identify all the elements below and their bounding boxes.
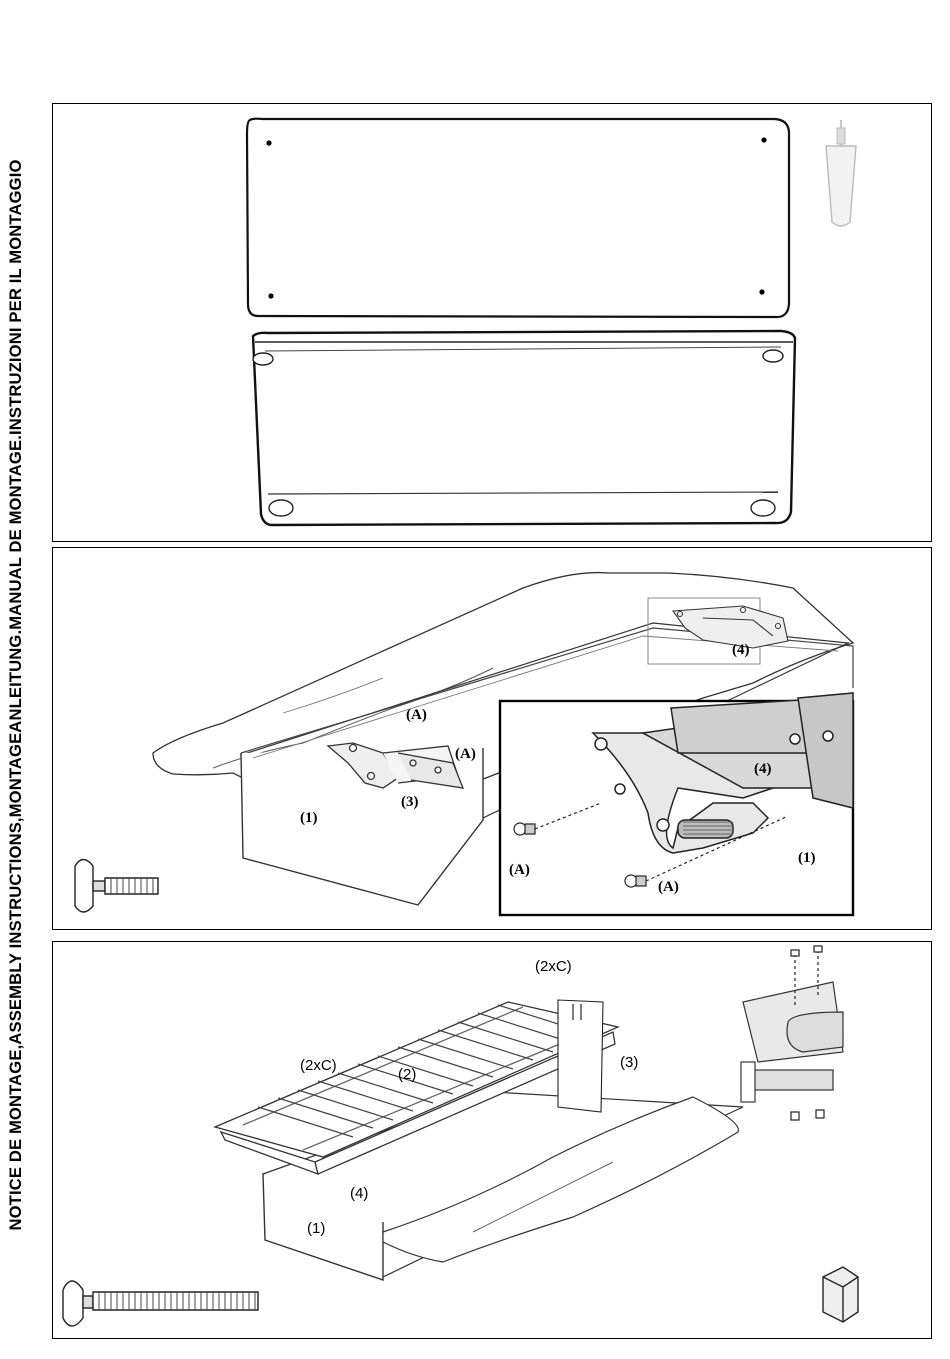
label-screws-top: (2xC) xyxy=(535,958,572,975)
step-2-illustration: (A) (A) (3) (1) (4) (4) (1) (A) (A) xyxy=(53,548,933,931)
side-title-text: NOTICE DE MONTAGE,ASSEMBLY INSTRUCTIONS,… xyxy=(6,159,26,1230)
bracket-detail xyxy=(741,982,843,1102)
label-bracket: (4) xyxy=(350,1185,368,1202)
detail-label-bracket: (4) xyxy=(754,761,772,777)
base-leg-3 xyxy=(269,500,293,516)
detail-label-a-left: (A) xyxy=(509,862,530,878)
label-hinge-3: (3) xyxy=(401,794,419,810)
detail-label-base: (1) xyxy=(798,850,816,866)
base-leg-2 xyxy=(763,350,783,362)
detail-label-a-bottom: (A) xyxy=(658,879,679,895)
headboard-hole-4 xyxy=(759,289,764,294)
leg-icon xyxy=(826,120,856,226)
label-slat-frame: (2) xyxy=(398,1066,416,1083)
label-screws-left: (2xC) xyxy=(300,1057,337,1074)
hex-nut-icon xyxy=(823,1267,858,1322)
step-1-illustration xyxy=(53,104,933,543)
step-1-panel xyxy=(52,103,932,542)
step-3-illustration: (2xC) (2xC) (2) (3) (4) (1) xyxy=(53,942,933,1340)
headboard-hole-1 xyxy=(266,140,271,145)
headboard-panel xyxy=(247,119,789,317)
label-a-right: (A) xyxy=(455,746,476,762)
base-leg-4 xyxy=(751,500,775,516)
base-leg-1 xyxy=(253,353,273,365)
label-hinge: (3) xyxy=(620,1054,638,1071)
bed-base-box xyxy=(253,331,795,525)
carriage-bolt-icon xyxy=(75,860,158,913)
headboard-hole-2 xyxy=(761,137,766,142)
headboard-hole-3 xyxy=(268,293,273,298)
label-hinge-4-top: (4) xyxy=(732,642,750,658)
label-a-top: (A) xyxy=(406,707,427,723)
label-base-1: (1) xyxy=(300,810,318,826)
step-2-panel: (A) (A) (3) (1) (4) (4) (1) (A) (A) xyxy=(52,547,932,930)
step-3-panel: (2xC) (2xC) (2) (3) (4) (1) xyxy=(52,941,932,1339)
side-title: NOTICE DE MONTAGE,ASSEMBLY INSTRUCTIONS,… xyxy=(4,60,28,1330)
long-bolt-icon xyxy=(63,1281,258,1326)
label-base: (1) xyxy=(307,1220,325,1237)
